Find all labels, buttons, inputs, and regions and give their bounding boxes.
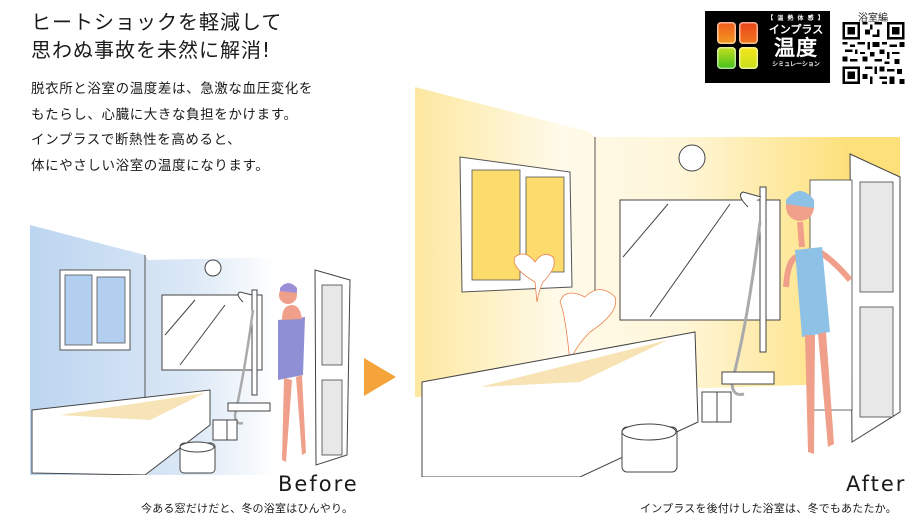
- after-caption: インプラスを後付けした浴室は、冬でもあたたか。: [640, 502, 897, 515]
- after-title: After: [846, 472, 907, 496]
- headline: ヒートショックを軽減して 思わぬ事故を未然に解消!: [31, 8, 282, 64]
- description-line: もたらし、心臓に大きな負担をかけます。: [31, 106, 298, 123]
- before-caption: 今ある窓だけだと、冬の浴室はひんやり。: [141, 502, 354, 515]
- after-bathroom-illustration: [415, 87, 901, 477]
- description-line: インプラスで断熱性を高めると、: [31, 132, 242, 148]
- before-title: Before: [278, 472, 359, 496]
- play-arrow-icon: [364, 358, 396, 396]
- logo-subtitle-bottom: シミュレーション: [772, 61, 820, 68]
- inplus-temperature-simulation-logo[interactable]: 【 温 熱 体 感 】 インプラス 温度 シミュレーション: [705, 11, 830, 83]
- logo-subtitle-top: 【 温 熱 体 感 】: [767, 15, 825, 22]
- headline-line-1: ヒートショックを軽減して: [31, 10, 283, 34]
- qr-code-icon[interactable]: [842, 22, 905, 84]
- logo-main-text: 温度: [774, 36, 818, 60]
- description-line: 体にやさしい浴室の温度になります。: [31, 157, 270, 174]
- window-tiles-icon: [717, 22, 761, 72]
- description-line: 脱衣所と浴室の温度差は、急激な血圧変化を: [31, 81, 313, 97]
- headline-line-2: 思わぬ事故を未然に解消!: [31, 38, 272, 62]
- logo-product-name: インプラス: [768, 23, 824, 36]
- qr-label: 浴室編: [858, 13, 888, 24]
- before-bathroom-illustration: [30, 225, 351, 475]
- description: 脱衣所と浴室の温度差は、急激な血圧変化を もたらし、心臓に大きな負担をかけます。…: [31, 77, 313, 179]
